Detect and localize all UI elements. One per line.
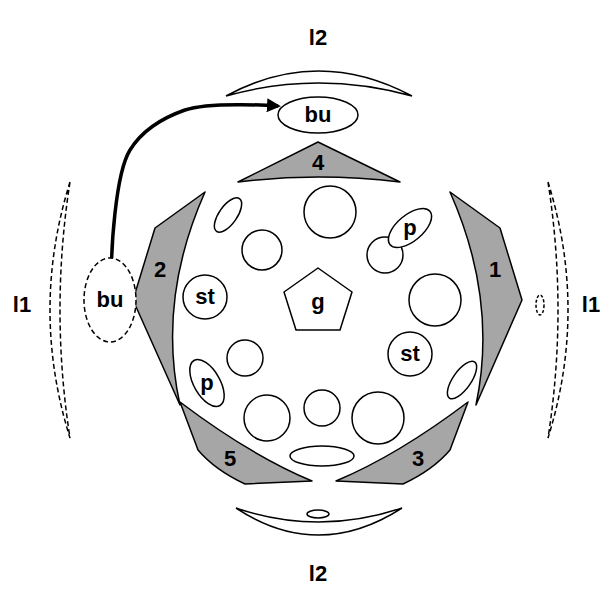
part-letter: p <box>403 217 416 239</box>
stamen-circle: st <box>179 271 231 323</box>
stamen-circle <box>183 275 227 319</box>
movement-arrow <box>112 105 278 258</box>
bracteole-label: l2 <box>309 563 327 585</box>
petal-number <box>238 142 400 182</box>
bud-ellipse <box>278 97 358 133</box>
callout-number: 5 <box>224 448 236 470</box>
petal-number <box>450 192 522 405</box>
part-letter: g <box>311 291 324 313</box>
node-outline <box>448 190 524 407</box>
part-letter: p <box>200 372 213 394</box>
part-letter: st <box>400 343 420 365</box>
petal-ellipse <box>382 201 439 254</box>
petal-ellipse: p <box>380 198 440 258</box>
gynoecium-pentagon <box>284 268 352 330</box>
stamen-circle: st <box>384 328 436 380</box>
petal-number: 1 <box>448 190 524 407</box>
petal-number: 5 <box>178 400 314 486</box>
node-outline <box>334 400 470 486</box>
stamen-circle <box>227 340 263 376</box>
callout-number: 1 <box>489 259 501 281</box>
stamen-circle <box>409 274 461 326</box>
bud-ellipse: bu <box>64 254 156 346</box>
stamen-circle <box>304 390 340 426</box>
petal-number <box>180 402 312 484</box>
bracteole-label: l1 <box>582 294 600 316</box>
bracteole-arc <box>50 182 70 438</box>
bud-ellipse <box>536 295 544 315</box>
part-letter: st <box>195 286 215 308</box>
node-outline <box>178 400 314 486</box>
petal-ellipse: p <box>177 353 237 413</box>
callout-number: 2 <box>154 259 166 281</box>
stamen-circle <box>304 186 356 238</box>
petal-ellipse <box>183 354 232 412</box>
part-letter: bu <box>97 289 124 311</box>
part-letter: bu <box>305 104 332 126</box>
petal-number <box>336 402 468 484</box>
bracteole-arc <box>226 71 412 96</box>
stamen-circle <box>352 392 404 444</box>
bracteole-label: l1 <box>13 294 31 316</box>
bud-ellipse <box>307 510 329 518</box>
stamen-circle <box>242 230 282 270</box>
bud-ellipse <box>84 258 136 342</box>
bracteole-arc <box>548 182 568 438</box>
petal-ellipse <box>209 193 247 236</box>
callout-number: 4 <box>312 152 324 174</box>
stamen-circle <box>244 395 290 441</box>
petal-ellipse <box>442 357 482 403</box>
petal-number: 4 <box>236 140 402 184</box>
bracteole-label: l2 <box>309 27 327 49</box>
callout-number: 3 <box>412 448 424 470</box>
gynoecium-pentagon: g <box>282 266 354 332</box>
stamen-circle <box>388 332 432 376</box>
petal-number: 3 <box>334 400 470 486</box>
petal-ellipse <box>290 446 354 466</box>
bracteole-arc <box>236 508 402 535</box>
